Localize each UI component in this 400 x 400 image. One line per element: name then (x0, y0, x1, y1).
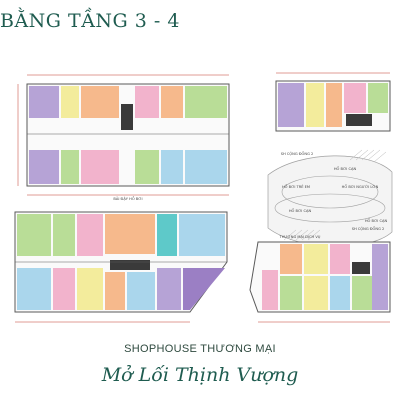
unit (330, 276, 350, 310)
unit (53, 214, 75, 256)
unit (105, 214, 155, 254)
label-pool-kids: HỒ BƠI TRẺ EM (282, 184, 310, 189)
unit (304, 244, 328, 274)
unit (304, 276, 328, 310)
unit (344, 83, 366, 113)
unit (29, 86, 59, 118)
unit (278, 83, 304, 127)
core (121, 104, 133, 130)
label-pool-grill: HỒ BƠI CẠN (289, 208, 312, 213)
unit (81, 150, 119, 184)
unit (81, 86, 119, 118)
label-pool-shallow: HỒ BƠI CẠN (365, 218, 388, 223)
unit (161, 86, 183, 118)
unit (280, 276, 302, 310)
unit (306, 83, 324, 127)
core (110, 260, 150, 270)
plan-block-top-right (275, 72, 391, 132)
unit (280, 244, 302, 274)
unit (53, 268, 75, 310)
label-community-top: SH CỘNG ĐỒNG 2 (281, 151, 314, 156)
unit (326, 83, 342, 127)
unit (185, 86, 227, 118)
unit (17, 214, 51, 256)
unit (352, 276, 372, 310)
unit (29, 150, 59, 184)
plan-block-bottom-left (14, 211, 228, 323)
label-pool-top: HỒ BƠI CẠN (334, 166, 357, 171)
unit (77, 268, 103, 310)
unit (330, 244, 350, 274)
core (346, 114, 372, 126)
unit (77, 214, 103, 256)
unit (105, 272, 125, 310)
plan-block-top-left (17, 74, 230, 196)
unit (135, 150, 159, 184)
unit (61, 150, 79, 184)
unit (157, 214, 177, 256)
unit (161, 150, 183, 184)
label-commercial-bottom: THƯƠNG MẠI DỊCH VỤ (279, 235, 321, 239)
unit (372, 244, 388, 310)
label-pool-adult: HỒ BƠI NGƯỜI LỚN (342, 184, 379, 189)
label-pool-area-left: BÃI ĐẬY HỒ BƠI (113, 196, 142, 201)
label-community-bottom: SH CỘNG ĐỒNG 2 (352, 226, 385, 231)
unit (368, 83, 388, 113)
page-title: BẰNG TẦNG 3 - 4 (0, 10, 180, 32)
unit (127, 272, 155, 310)
unit (179, 214, 225, 256)
core (352, 262, 370, 274)
plan-block-bottom-right (249, 241, 391, 323)
unit (262, 270, 278, 310)
slogan: Mở Lối Thịnh Vượng (101, 364, 299, 386)
unit (61, 86, 79, 118)
unit (17, 268, 51, 310)
unit (157, 268, 181, 310)
pool-area (267, 149, 393, 247)
section-kicker: SHOPHOUSE THƯƠNG MẠI (124, 343, 276, 355)
unit (185, 150, 227, 184)
unit (135, 86, 159, 118)
